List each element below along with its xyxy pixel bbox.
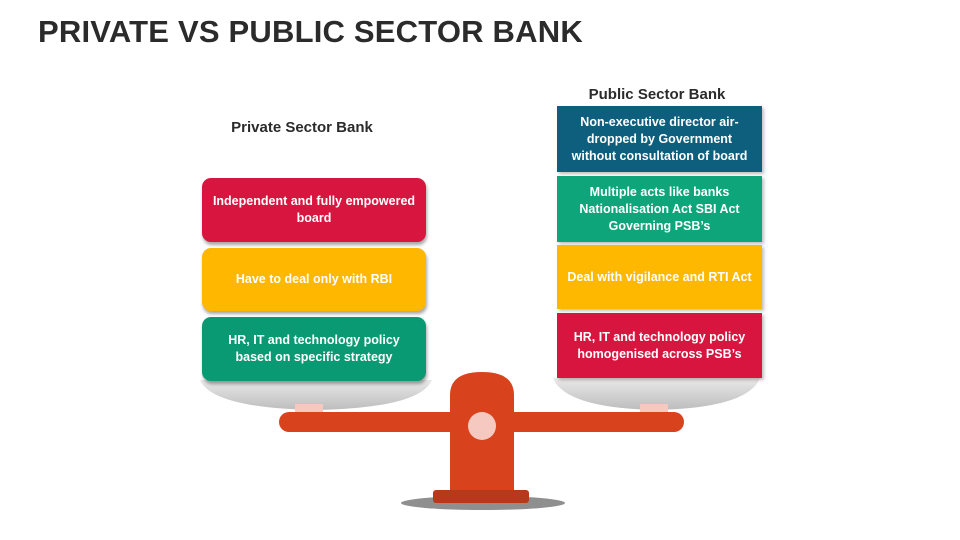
private-heading: Private Sector Bank (231, 119, 373, 136)
public-item-hr-policy: HR, IT and technology policy homogenised… (557, 313, 762, 378)
page-title: PRIVATE VS PUBLIC SECTOR BANK (38, 14, 583, 49)
public-heading: Public Sector Bank (588, 86, 726, 103)
right-pan (553, 378, 760, 410)
public-item-acts: Multiple acts like banks Nationalisation… (557, 176, 762, 242)
public-item-vigilance: Deal with vigilance and RTI Act (557, 245, 762, 309)
public-item-director: Non-executive director air-dropped by Go… (557, 106, 762, 172)
private-item-hr-policy: HR, IT and technology policy based on sp… (202, 317, 426, 381)
scale-pivot (468, 412, 496, 440)
right-pan-stem (640, 404, 668, 414)
private-item-board: Independent and fully empowered board (202, 178, 426, 242)
left-pan (200, 380, 432, 410)
private-item-rbi: Have to deal only with RBI (202, 248, 426, 311)
scale-base (433, 490, 529, 503)
left-pan-stem (295, 404, 323, 414)
